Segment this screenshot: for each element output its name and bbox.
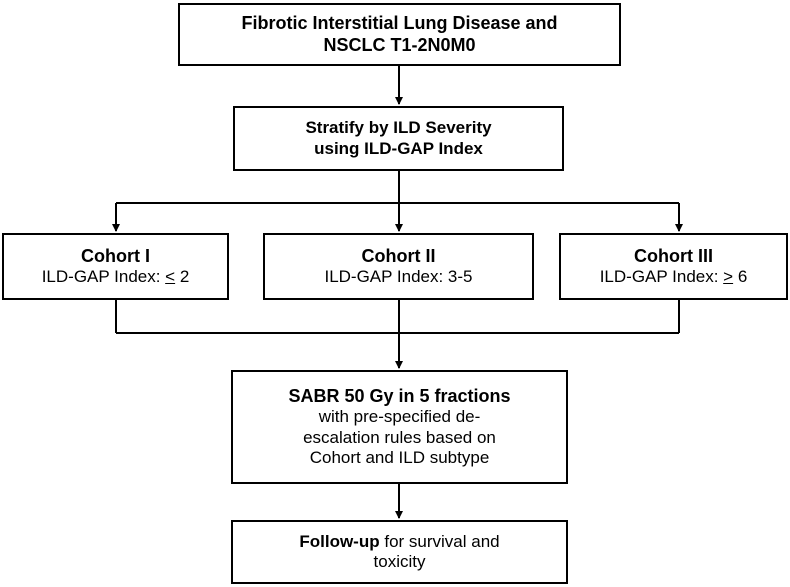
box-follow-up: Follow-up for survival and toxicity — [231, 520, 568, 584]
cohort-1-criteria: ILD-GAP Index: < 2 — [42, 267, 190, 287]
cohort-3-criteria: ILD-GAP Index: > 6 — [600, 267, 748, 287]
sabr-title: SABR 50 Gy in 5 fractions — [288, 385, 511, 406]
follow-up-line2: toxicity — [373, 552, 426, 571]
follow-up-rest: for survival and — [379, 531, 500, 551]
box-stratify-line2: using ILD-GAP Index — [314, 138, 483, 158]
follow-up-line1: Follow-up for survival and — [299, 532, 499, 552]
follow-up-bold: Follow-up — [299, 531, 380, 551]
sabr-line2: escalation rules based on — [303, 427, 496, 447]
sabr-line3: Cohort and ILD subtype — [309, 447, 490, 467]
box-fibrotic-ild-line2: NSCLC T1-2N0M0 — [323, 34, 476, 55]
cohort-2-title: Cohort II — [361, 245, 436, 266]
cohort-3-label: ILD-GAP Index: — [599, 267, 724, 287]
box-cohort-1: Cohort I ILD-GAP Index: < 2 — [2, 233, 229, 300]
box-fibrotic-ild-nsclc: Fibrotic Interstitial Lung Disease and N… — [178, 3, 621, 66]
cohort-1-title: Cohort I — [81, 245, 150, 266]
box-stratify-ild-severity: Stratify by ILD Severity using ILD-GAP I… — [233, 106, 564, 171]
cohort-1-symbol: < — [165, 267, 176, 287]
cohort-1-value: 2 — [175, 267, 190, 287]
box-cohort-2: Cohort II ILD-GAP Index: 3-5 — [263, 233, 534, 300]
cohort-3-symbol: > — [723, 267, 734, 287]
cohort-3-title: Cohort III — [634, 245, 713, 266]
sabr-line1: with pre-specified de- — [318, 407, 481, 427]
box-cohort-3: Cohort III ILD-GAP Index: > 6 — [559, 233, 788, 300]
box-fibrotic-ild-line1: Fibrotic Interstitial Lung Disease and — [241, 12, 558, 33]
box-stratify-line1: Stratify by ILD Severity — [305, 118, 492, 138]
cohort-1-label: ILD-GAP Index: — [41, 267, 166, 287]
cohort-3-value: 6 — [733, 267, 748, 287]
box-sabr-treatment: SABR 50 Gy in 5 fractions with pre-speci… — [231, 370, 568, 484]
cohort-2-criteria: ILD-GAP Index: 3-5 — [324, 267, 473, 287]
